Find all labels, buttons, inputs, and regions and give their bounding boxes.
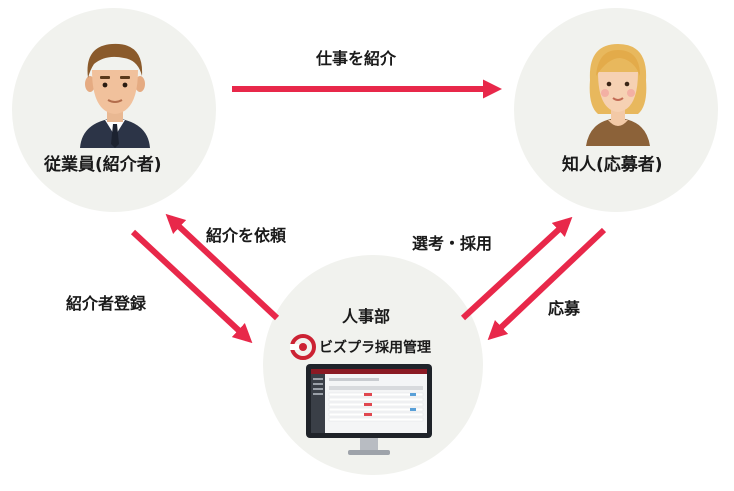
woman-avatar-icon [586,44,650,146]
product-name: ビズプラ採用管理 [319,340,431,356]
hr-node-label: 人事部 [342,307,391,326]
edge-label-register-referrer: 紹介者登録 [66,294,147,313]
friend-node-label: 知人(応募者) [562,155,663,175]
arrow-selection-hiring [460,216,573,321]
businessman-avatar-icon [80,43,150,148]
employee-node-label: 従業員(紹介者) [44,155,162,175]
bizpura-logo: ビズプラ採用管理 [290,334,431,360]
arrow-register-referrer [130,229,253,344]
monitor-screen-icon [306,364,432,455]
arrow-request-referral [165,213,280,321]
edge-label-introduce-job: 仕事を紹介 [316,49,397,68]
edge-label-selection-hiring: 選考・採用 [412,234,493,253]
bizpura-logo-mark-icon [290,334,316,360]
edge-label-apply: 応募 [548,299,581,318]
edge-label-request-referral: 紹介を依頼 [206,226,287,245]
arrow-apply [487,227,607,341]
